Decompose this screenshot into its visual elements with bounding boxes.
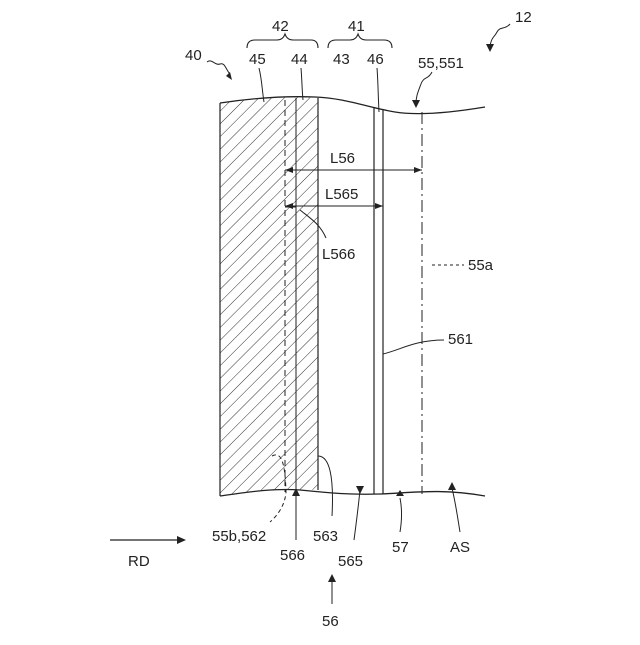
label-41: 41 (348, 18, 365, 35)
label-12: 12 (515, 9, 532, 26)
label-55b-562: 55b,562 (212, 528, 266, 545)
label-563: 563 (313, 528, 338, 545)
label-42: 42 (272, 18, 289, 35)
hatched-region (220, 97, 318, 496)
leader-45 (259, 68, 264, 102)
label-l566: L566 (322, 246, 355, 263)
brace-41 (328, 34, 392, 48)
label-44: 44 (291, 51, 308, 68)
label-566: 566 (280, 547, 305, 564)
leader-561 (383, 340, 444, 354)
label-as: AS (450, 539, 470, 556)
leader-565 (354, 490, 360, 540)
label-rd: RD (128, 553, 150, 570)
leader-46 (377, 68, 379, 112)
label-57: 57 (392, 539, 409, 556)
label-55a: 55a (468, 257, 494, 274)
leader-44 (301, 68, 303, 100)
arrow-12 (490, 24, 510, 46)
label-l56: L56 (330, 150, 355, 167)
label-43: 43 (333, 51, 350, 68)
brace-42 (247, 34, 318, 48)
label-565: 565 (338, 553, 363, 570)
label-46: 46 (367, 51, 384, 68)
label-56: 56 (322, 613, 339, 630)
leader-563 (318, 456, 332, 516)
leader-57 (400, 498, 402, 532)
label-561: 561 (448, 331, 473, 348)
label-40: 40 (185, 47, 202, 64)
label-l565: L565 (325, 186, 358, 203)
arrow-55-551 (416, 72, 432, 104)
leader-as (452, 488, 460, 532)
arrow-40 (207, 61, 230, 74)
label-55-551: 55,551 (418, 55, 464, 72)
label-45: 45 (249, 51, 266, 68)
